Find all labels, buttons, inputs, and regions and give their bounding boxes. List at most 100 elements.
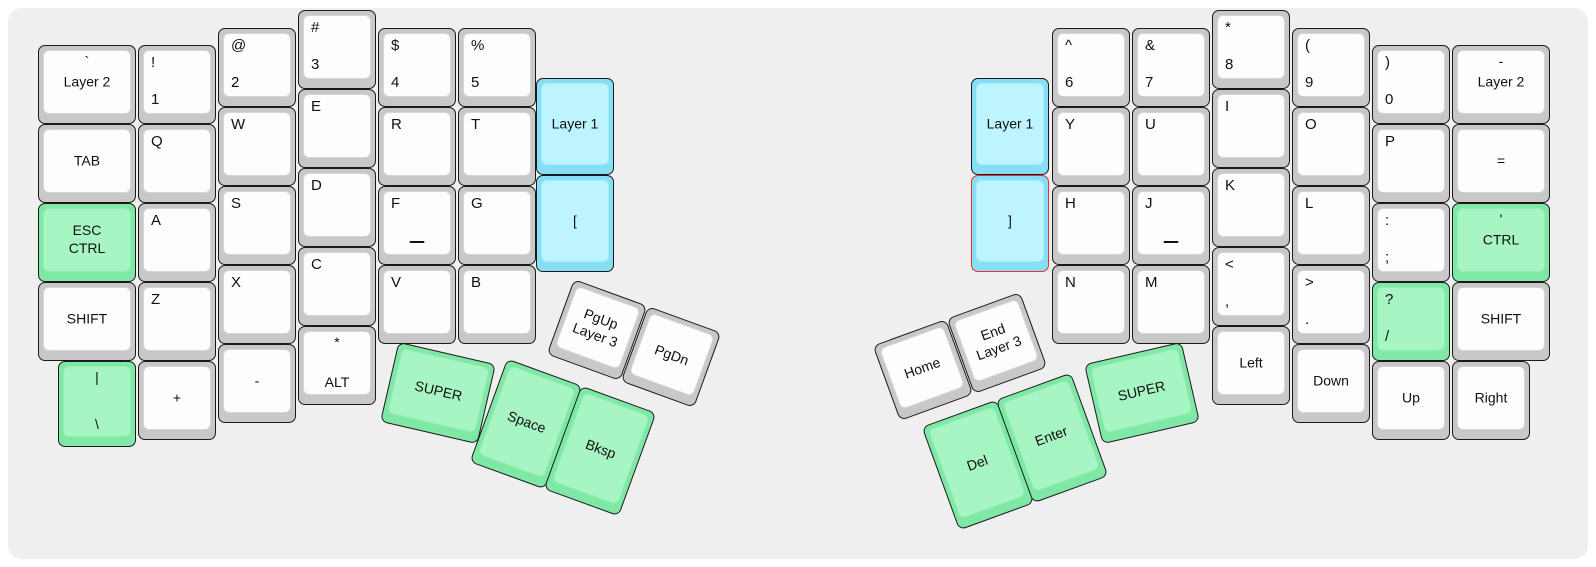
key-u[interactable]: U — [1132, 107, 1210, 186]
key-legend-top: D — [311, 177, 322, 194]
key-y[interactable]: Y — [1052, 107, 1130, 186]
key-bracket-right[interactable]: ] — [971, 175, 1049, 272]
key-legend-top: Z — [151, 291, 161, 308]
key-r[interactable]: R — [378, 107, 456, 186]
keycap: S — [223, 191, 291, 255]
key-t[interactable]: T — [458, 107, 536, 186]
key-o[interactable]: O — [1292, 107, 1370, 186]
key-minus[interactable]: - — [218, 344, 296, 423]
keycap: & 7 — [1137, 33, 1205, 97]
keycap: Layer 1 — [976, 83, 1044, 165]
keycap: ' CTRL — [1457, 208, 1545, 272]
key-legend-center: Layer 2 — [63, 73, 111, 90]
keycap: @ 2 — [223, 33, 291, 97]
key-a[interactable]: A — [138, 203, 216, 282]
keycap: SHIFT — [43, 287, 131, 351]
key-right[interactable]: Right — [1452, 361, 1530, 440]
key-legend-top: > — [1305, 274, 1314, 291]
key-z[interactable]: Z — [138, 282, 216, 361]
key-w[interactable]: W — [218, 107, 296, 186]
key-3[interactable]: # 3 — [298, 10, 376, 89]
key-l[interactable]: L — [1292, 186, 1370, 265]
key-2[interactable]: @ 2 — [218, 28, 296, 107]
key-e[interactable]: E — [298, 89, 376, 168]
key-c[interactable]: C — [298, 247, 376, 326]
key-j[interactable]: J — [1132, 186, 1210, 265]
key-q[interactable]: Q — [138, 124, 216, 203]
key-v[interactable]: V — [378, 265, 456, 344]
key-0[interactable]: ) 0 — [1372, 45, 1450, 124]
key-asterisk-alt[interactable]: * ALT — [298, 326, 376, 405]
key-legend-line2: CTRL — [68, 240, 106, 256]
key-legend-top: ) — [1385, 54, 1390, 71]
key-legend-top: Y — [1065, 116, 1076, 133]
keycap: Right — [1457, 366, 1525, 430]
key-b[interactable]: B — [458, 265, 536, 344]
key-legend-top: | — [95, 369, 99, 385]
key-slash[interactable]: ? / — [1372, 282, 1450, 361]
key-grave-layer2[interactable]: ` Layer 2 — [38, 45, 136, 124]
keycap: $ 4 — [383, 33, 451, 97]
key-bracket-left[interactable]: [ — [536, 175, 614, 272]
key-i[interactable]: I — [1212, 89, 1290, 168]
key-n[interactable]: N — [1052, 265, 1130, 344]
key-6[interactable]: ^ 6 — [1052, 28, 1130, 107]
key-quote-ctrl[interactable]: ' CTRL — [1452, 203, 1550, 282]
key-legend-bottom: . — [1305, 311, 1310, 329]
key-f[interactable]: F — [378, 186, 456, 265]
keycap: O — [1297, 112, 1365, 176]
key-k[interactable]: K — [1212, 168, 1290, 247]
key-pipe-backslash[interactable]: | \ — [58, 361, 136, 447]
key-legend-top: < — [1225, 256, 1234, 273]
key-minus-layer2[interactable]: - Layer 2 — [1452, 45, 1550, 124]
keycap: Y — [1057, 112, 1125, 176]
keycap: L — [1297, 191, 1365, 255]
key-d[interactable]: D — [298, 168, 376, 247]
keycap: - Layer 2 — [1457, 50, 1545, 114]
key-plus[interactable]: + — [138, 361, 216, 440]
keycap: = — [1457, 129, 1545, 193]
key-layer1-left[interactable]: Layer 1 — [536, 78, 614, 175]
key-legend-bottom: ; — [1385, 249, 1390, 267]
key-s[interactable]: S — [218, 186, 296, 265]
key-7[interactable]: & 7 — [1132, 28, 1210, 107]
key-up[interactable]: Up — [1372, 361, 1450, 440]
key-legend-center: SUPER — [1116, 377, 1167, 404]
key-layer1-right[interactable]: Layer 1 — [971, 78, 1049, 175]
key-legend-top: O — [1305, 116, 1317, 133]
key-comma[interactable]: < , — [1212, 247, 1290, 326]
key-period[interactable]: > . — [1292, 265, 1370, 344]
key-8[interactable]: * 8 — [1212, 10, 1290, 89]
key-semicolon[interactable]: : ; — [1372, 203, 1450, 282]
key-legend-top: ! — [151, 54, 156, 71]
key-1[interactable]: ! 1 — [138, 45, 216, 124]
key-legend-line1: ESC — [72, 222, 102, 239]
key-legend-top: & — [1145, 37, 1156, 54]
key-legend-top: K — [1225, 177, 1236, 194]
key-equals[interactable]: = — [1452, 124, 1550, 203]
key-tab[interactable]: TAB — [38, 124, 136, 203]
key-legend-bottom: 1 — [151, 91, 160, 109]
key-g[interactable]: G — [458, 186, 536, 265]
key-legend-top: P — [1385, 133, 1396, 150]
key-4[interactable]: $ 4 — [378, 28, 456, 107]
key-5[interactable]: % 5 — [458, 28, 536, 107]
key-shift[interactable]: SHIFT — [38, 282, 136, 361]
key-m[interactable]: M — [1132, 265, 1210, 344]
key-9[interactable]: ( 9 — [1292, 28, 1370, 107]
keycap: X — [223, 270, 291, 334]
key-legend-center: Left — [1239, 354, 1263, 371]
key-h[interactable]: H — [1052, 186, 1130, 265]
key-legend-center: Down — [1313, 372, 1349, 389]
key-p[interactable]: P — [1372, 124, 1450, 203]
key-legend-center: PgDn — [652, 340, 692, 368]
key-x[interactable]: X — [218, 265, 296, 344]
key-legend-top: $ — [391, 37, 400, 54]
key-legend-top: X — [231, 274, 242, 291]
key-down[interactable]: Down — [1292, 344, 1370, 423]
key-shift-right[interactable]: SHIFT — [1452, 282, 1550, 361]
key-left[interactable]: Left — [1212, 326, 1290, 405]
